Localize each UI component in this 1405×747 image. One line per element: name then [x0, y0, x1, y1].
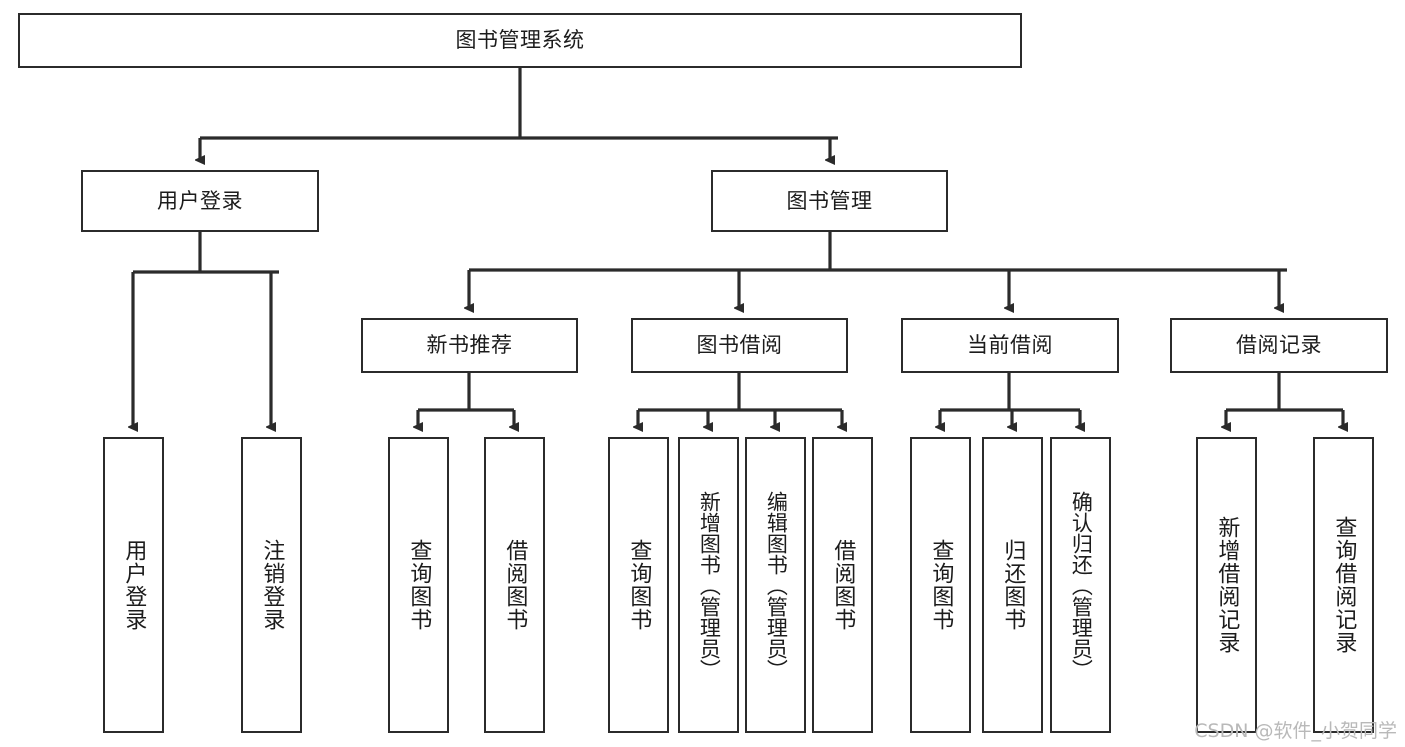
node-leaf-add-borrow-record[interactable]: 新增借阅记录 — [1196, 437, 1257, 733]
node-borrow-record[interactable]: 借阅记录 — [1170, 318, 1388, 373]
node-book-manage-label: 图书管理 — [786, 188, 873, 213]
node-leaf-query-borrow-record-label: 查询借阅记录 — [1331, 516, 1357, 654]
node-leaf-return-book[interactable]: 归还图书 — [982, 437, 1043, 733]
node-leaf-query-book-1[interactable]: 查询图书 — [388, 437, 449, 733]
node-leaf-add-book-admin-label: 新增图书（管理员） — [697, 490, 722, 680]
node-leaf-edit-book-admin[interactable]: 编辑图书（管理员） — [745, 437, 806, 733]
node-leaf-user-login-label: 用户登录 — [121, 539, 147, 631]
node-leaf-edit-book-admin-label: 编辑图书（管理员） — [764, 490, 789, 680]
node-book-borrow[interactable]: 图书借阅 — [631, 318, 848, 373]
node-user-login-label: 用户登录 — [157, 188, 243, 213]
node-leaf-user-logout[interactable]: 注销登录 — [241, 437, 302, 733]
node-current-borrow-label: 当前借阅 — [967, 333, 1053, 358]
node-root-label: 图书管理系统 — [455, 28, 585, 53]
node-current-borrow[interactable]: 当前借阅 — [901, 318, 1119, 373]
node-leaf-query-borrow-record[interactable]: 查询借阅记录 — [1313, 437, 1374, 733]
node-leaf-confirm-return-admin[interactable]: 确认归还（管理员） — [1050, 437, 1111, 733]
node-leaf-query-book-3[interactable]: 查询图书 — [910, 437, 971, 733]
node-user-login[interactable]: 用户登录 — [81, 170, 319, 232]
node-leaf-confirm-return-admin-label: 确认归还（管理员） — [1069, 490, 1094, 680]
node-root[interactable]: 图书管理系统 — [18, 13, 1022, 68]
node-leaf-borrow-book-2-label: 借阅图书 — [830, 539, 856, 631]
node-new-book-recommend[interactable]: 新书推荐 — [361, 318, 578, 373]
node-book-borrow-label: 图书借阅 — [696, 333, 783, 358]
watermark: CSDN @软件_小贺同学 — [1194, 720, 1397, 742]
node-leaf-add-borrow-record-label: 新增借阅记录 — [1214, 516, 1240, 654]
node-borrow-record-label: 借阅记录 — [1236, 333, 1322, 358]
node-leaf-user-logout-label: 注销登录 — [259, 539, 285, 631]
node-leaf-borrow-book-2[interactable]: 借阅图书 — [812, 437, 873, 733]
node-leaf-borrow-book-1[interactable]: 借阅图书 — [484, 437, 545, 733]
node-leaf-query-book-2[interactable]: 查询图书 — [608, 437, 669, 733]
node-leaf-user-login[interactable]: 用户登录 — [103, 437, 164, 733]
node-leaf-borrow-book-1-label: 借阅图书 — [502, 539, 528, 631]
node-leaf-query-book-2-label: 查询图书 — [626, 539, 652, 631]
node-leaf-query-book-3-label: 查询图书 — [928, 539, 954, 631]
node-leaf-return-book-label: 归还图书 — [1000, 539, 1026, 631]
node-new-book-recommend-label: 新书推荐 — [426, 333, 513, 358]
node-leaf-query-book-1-label: 查询图书 — [406, 539, 432, 631]
node-leaf-add-book-admin[interactable]: 新增图书（管理员） — [678, 437, 739, 733]
node-book-manage[interactable]: 图书管理 — [711, 170, 948, 232]
